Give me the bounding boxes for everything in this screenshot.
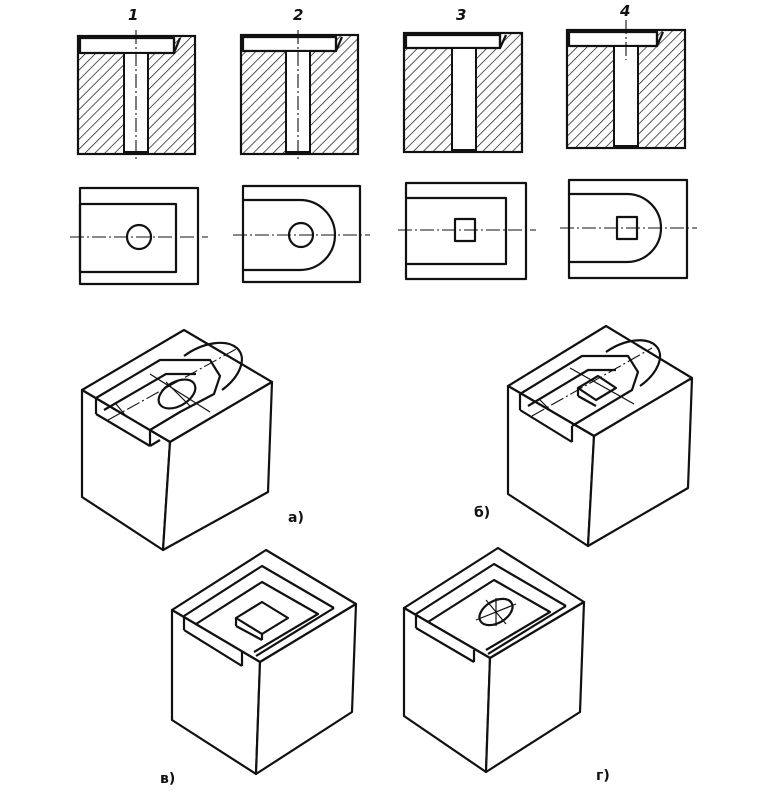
column-number-1: 1 xyxy=(128,6,138,24)
isometric-label-b: б) xyxy=(474,505,490,521)
section-view-1 xyxy=(76,30,197,162)
top-view-1 xyxy=(70,186,208,286)
top-view-4 xyxy=(560,178,697,280)
section-view-4 xyxy=(565,20,687,150)
top-view-2 xyxy=(233,184,370,284)
column-number-3: 3 xyxy=(456,6,466,24)
isometric-view-b xyxy=(506,324,694,548)
isometric-label-g: г) xyxy=(596,768,610,784)
column-number-2: 2 xyxy=(293,6,303,24)
isometric-label-a: а) xyxy=(288,510,304,526)
column-number-4: 4 xyxy=(619,2,630,20)
isometric-view-a xyxy=(80,328,274,552)
isometric-view-g xyxy=(402,546,586,774)
section-view-3 xyxy=(402,31,524,154)
section-view-2 xyxy=(239,30,360,160)
isometric-label-v: в) xyxy=(160,771,175,787)
top-view-3 xyxy=(398,181,536,281)
isometric-view-v xyxy=(170,548,358,776)
